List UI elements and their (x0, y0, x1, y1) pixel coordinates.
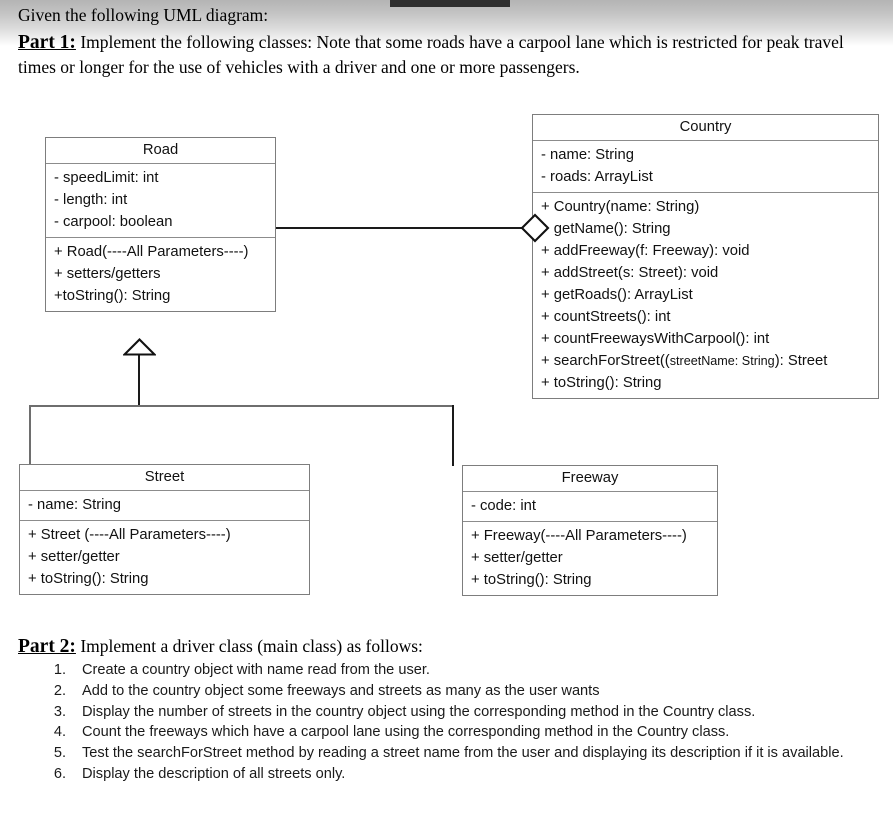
attributes-compartment-freeway: - code: int (463, 492, 717, 522)
method-row: + countStreets(): int (541, 308, 671, 325)
method-row: +toString(): String (54, 287, 171, 304)
search-method-prefix: + searchForStreet(( (541, 352, 670, 369)
methods-compartment-road: + Road(----All Parameters----) + setters… (46, 238, 275, 311)
page-background-gradient (0, 0, 893, 46)
part1-body: Implement the following classes: Note th… (18, 32, 844, 77)
intro-text: Given the following UML diagram: (18, 5, 269, 25)
method-row: + Road(----All Parameters----) (54, 243, 249, 260)
attribute-row: - carpool: boolean (54, 213, 173, 230)
list-item-text: Count the freeways which have a carpool … (82, 724, 730, 741)
attributes-compartment-country: - name: String - roads: ArrayList (533, 141, 878, 193)
class-title-road: Road (46, 138, 275, 164)
attribute-row: - speedLimit: int (54, 169, 159, 186)
generalization-branch-freeway (452, 405, 454, 466)
attribute-row: - name: String (541, 146, 634, 163)
list-item-number: 1. (53, 662, 66, 678)
class-title-street: Street (20, 465, 309, 491)
attribute-row: - length: int (54, 191, 128, 208)
list-item-number: 3. (53, 703, 66, 720)
method-row: + Freeway(----All Parameters----) (471, 527, 687, 544)
method-row: + countFreewaysWithCarpool(): int (541, 330, 770, 347)
generalization-stem-line (138, 354, 140, 406)
list-item: 5. Test the searchForStreet method by rea… (40, 743, 885, 763)
list-item-text: Create a country object with name read f… (82, 662, 430, 678)
attribute-row: - name: String (28, 496, 121, 513)
list-item-number: 2. (53, 682, 66, 699)
aggregation-connector-line (276, 227, 533, 229)
method-row: + setter/getter (471, 549, 563, 566)
methods-compartment-freeway: + Freeway(----All Parameters----) + sett… (463, 522, 717, 595)
part2-label: Part 2: (18, 636, 76, 657)
class-title-freeway: Freeway (463, 466, 717, 492)
generalization-branch-street (29, 405, 31, 465)
method-row: + getRoads(): ArrayList (541, 286, 693, 303)
uml-class-country: Country - name: String - roads: ArrayLis… (532, 114, 879, 399)
list-item-text: Display the number of streets in the cou… (82, 703, 756, 720)
uml-class-street: Street - name: String + Street (----All … (19, 464, 310, 595)
inheritance-triangle-icon (123, 338, 156, 356)
part1-paragraph: Part 1: Implement the following classes:… (18, 30, 876, 80)
list-item: 1. Create a country object with name read… (40, 660, 885, 680)
list-item-text: Display the description of all streets o… (82, 765, 346, 782)
attributes-compartment-street: - name: String (20, 491, 309, 521)
method-row: + addStreet(s: Street): void (541, 264, 719, 281)
generalization-horizontal-bar (29, 405, 453, 407)
list-item-number: 4. (53, 724, 66, 741)
top-dark-bar (390, 0, 510, 7)
uml-class-freeway: Freeway - code: int + Freeway(----All Pa… (462, 465, 718, 596)
method-row: + Country(name: String) (541, 198, 700, 215)
method-row: + setter/getter (28, 548, 120, 565)
list-item-text: Add to the country object some freeways … (82, 682, 600, 699)
list-item-number: 5. (53, 745, 66, 762)
method-row: + Street (----All Parameters----) (28, 526, 231, 543)
method-row-search-for-street: + searchForStreet((streetName: String): … (533, 350, 878, 372)
list-item: 2. Add to the country object some freeway… (40, 681, 885, 701)
method-row: + toString(): String (28, 570, 149, 587)
list-item-text: Test the searchForStreet method by readi… (82, 745, 844, 762)
method-row: + toString(): String (471, 571, 592, 588)
methods-compartment-street: + Street (----All Parameters----) + sett… (20, 521, 309, 594)
attribute-row: - code: int (471, 497, 536, 514)
uml-class-road: Road - speedLimit: int - length: int - c… (45, 137, 276, 312)
method-row: + addFreeway(f: Freeway): void (541, 242, 750, 259)
list-item: 3. Display the number of streets in the c… (40, 702, 885, 722)
method-row: + toString(): String (541, 374, 662, 391)
task-list: 1. Create a country object with name read… (40, 660, 885, 785)
method-row: + setters/getters (54, 265, 161, 282)
part1-label: Part 1: (18, 32, 76, 53)
method-row: + getName(): String (541, 220, 671, 237)
class-title-country: Country (533, 115, 878, 141)
part2-body: Implement a driver class (main class) as… (75, 636, 423, 656)
aggregation-diamond-icon (520, 213, 550, 243)
attribute-row: - roads: ArrayList (541, 168, 653, 185)
search-method-param: streetName: String (669, 353, 775, 368)
attributes-compartment-road: - speedLimit: int - length: int - carpoo… (46, 164, 275, 238)
search-method-suffix: ): Street (774, 352, 828, 369)
list-item: 6. Display the description of all streets… (40, 764, 885, 784)
methods-compartment-country: + Country(name: String) + getName(): Str… (533, 193, 878, 398)
list-item-number: 6. (53, 765, 66, 782)
part2-paragraph: Part 2: Implement a driver class (main c… (18, 636, 878, 658)
list-item: 4. Count the freeways which have a carpoo… (40, 722, 885, 742)
